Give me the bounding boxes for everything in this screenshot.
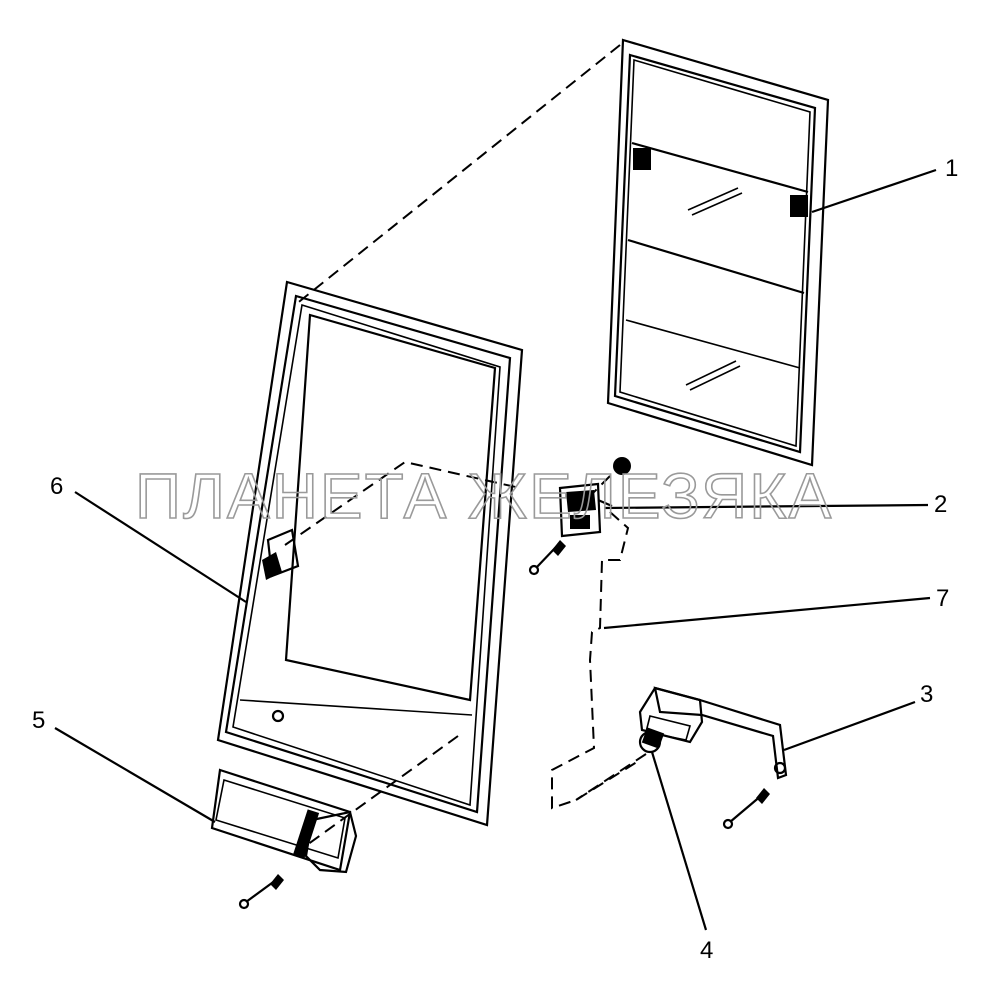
callout-7: 7: [936, 585, 949, 612]
wiring-harness-part-7: [551, 511, 641, 810]
switch-part-2: [528, 457, 631, 576]
glass-pane-part-1: [294, 38, 830, 467]
lamp-cover-part-5: [210, 768, 358, 910]
callout-2: 2: [934, 491, 947, 518]
callout-3: 3: [920, 681, 933, 708]
callout-4: 4: [700, 937, 713, 964]
callout-6: 6: [50, 473, 63, 500]
connector-part-4: [575, 727, 665, 801]
door-frame-part-6: [216, 280, 524, 851]
callout-labels: 1 2 7 3 4 5 6: [32, 155, 958, 964]
watermark-text: ПЛАНЕТА ЖЕЛЕЗЯКА: [135, 460, 833, 532]
callout-5: 5: [32, 707, 45, 734]
leader-lines: [54, 168, 937, 931]
bracket-part-3: [638, 686, 788, 830]
callout-1: 1: [945, 155, 958, 182]
